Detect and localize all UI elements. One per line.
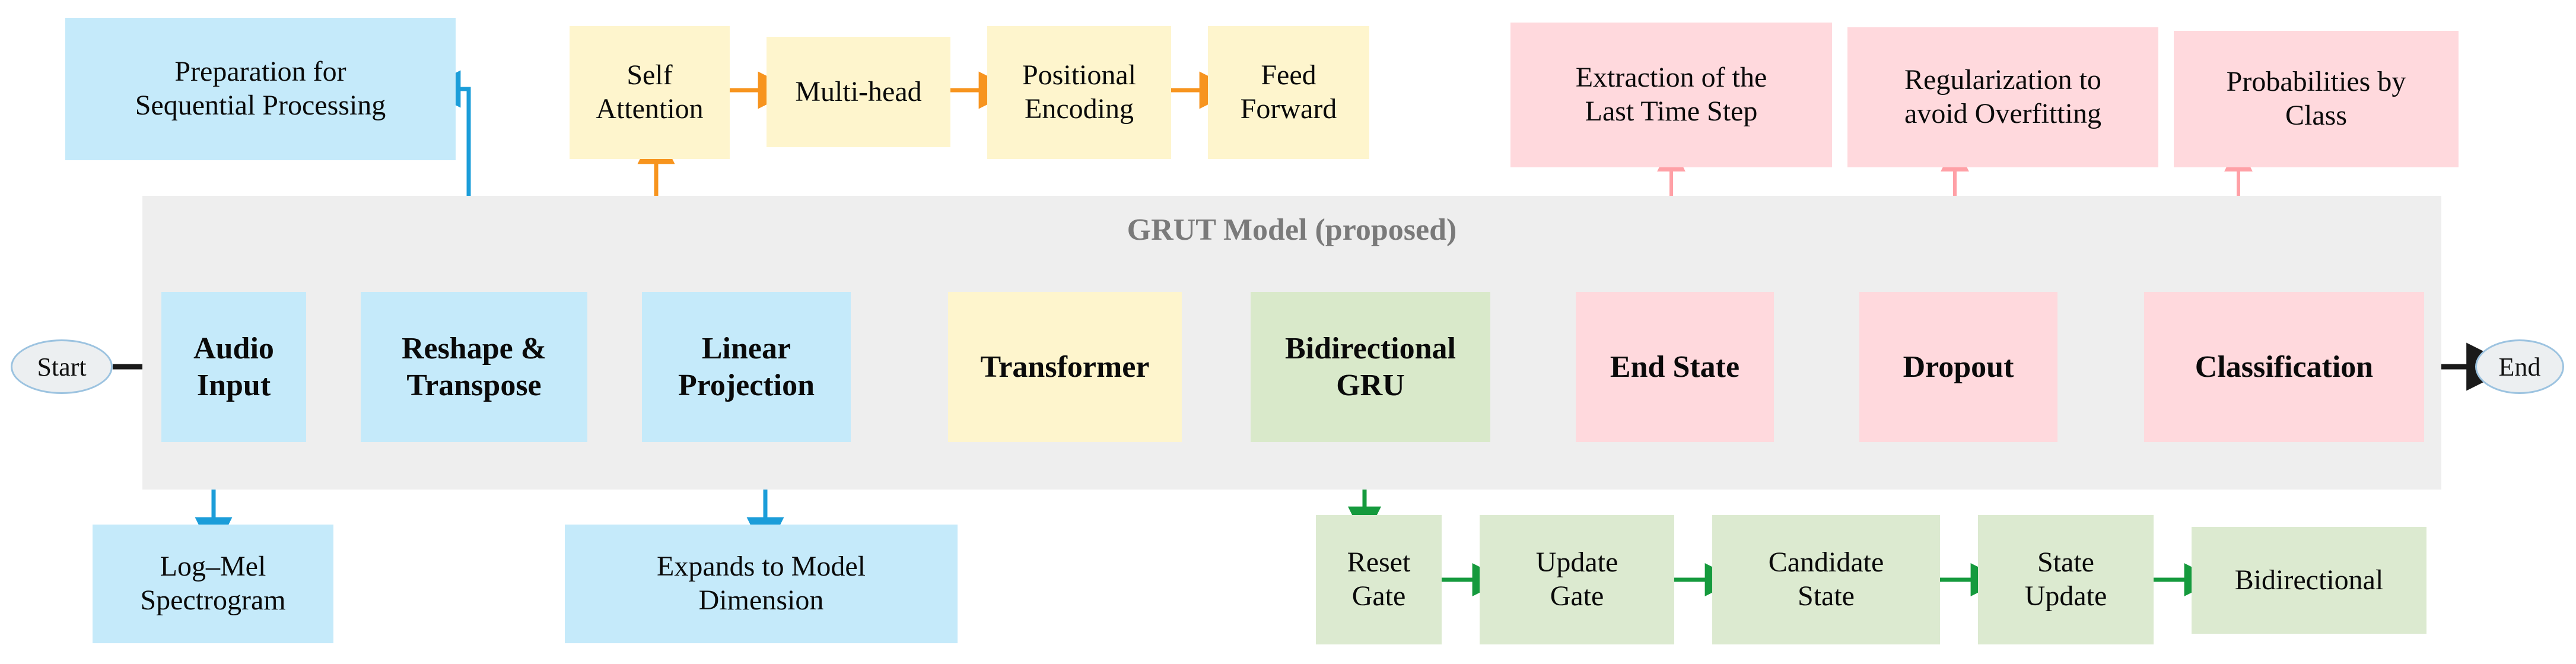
note-probabilities-by-class[interactable]: Probabilities by Class	[2174, 31, 2459, 167]
gru-stage-bidirectional[interactable]: Bidirectional	[2192, 527, 2426, 634]
gru-stage-label: Reset Gate	[1347, 547, 1411, 612]
pipeline-box-dropout[interactable]: Dropout	[1859, 292, 2057, 442]
note-label: Probabilities by Class	[2226, 66, 2406, 131]
note-label: Extraction of the Last Time Step	[1575, 62, 1767, 127]
pipeline-box-label: Dropout	[1903, 350, 2014, 384]
transformer-stage-multi-head[interactable]: Multi-head	[767, 37, 950, 147]
pipeline-box-label: Audio Input	[193, 332, 274, 402]
gru-stage-candidate-state[interactable]: Candidate State	[1712, 515, 1940, 644]
note-preparation-label: Preparation for Sequential Processing	[135, 56, 386, 121]
pipeline-box-label: Bidirectional GRU	[1285, 332, 1456, 402]
pipeline-box-label: Classification	[2195, 350, 2374, 384]
note-extraction-last-time-step[interactable]: Extraction of the Last Time Step	[1510, 23, 1832, 167]
pipeline-box-reshape-transpose[interactable]: Reshape & Transpose	[361, 292, 587, 442]
gru-stage-state-update[interactable]: State Update	[1978, 515, 2154, 644]
transformer-stage-label: Feed Forward	[1240, 59, 1337, 125]
note-regularization-overfitting[interactable]: Regularization to avoid Overfitting	[1847, 27, 2158, 167]
transformer-stage-label: Multi-head	[795, 75, 922, 107]
transformer-stage-feed-forward[interactable]: Feed Forward	[1208, 26, 1369, 159]
transformer-stage-label: Self Attention	[596, 59, 704, 125]
pipeline-box-label: Reshape & Transpose	[401, 332, 547, 402]
pipeline-box-transformer[interactable]: Transformer	[948, 292, 1182, 442]
note-label: Regularization to avoid Overfitting	[1904, 64, 2101, 129]
note-label: Log–Mel Spectrogram	[140, 551, 286, 616]
transformer-stage-label: Positional Encoding	[1022, 59, 1137, 125]
pipeline-box-label: Transformer	[980, 350, 1150, 384]
start-node-label: Start	[37, 352, 87, 382]
note-label: Expands to Model Dimension	[657, 551, 866, 616]
transformer-stage-positional-encoding[interactable]: Positional Encoding	[987, 26, 1171, 159]
gru-stage-label: State Update	[2024, 547, 2107, 612]
gru-stage-label: Candidate State	[1768, 547, 1884, 612]
pipeline-box-classification[interactable]: Classification	[2144, 292, 2424, 442]
gru-stage-label: Update Gate	[1535, 547, 1618, 612]
note-expands-to-model-dimension[interactable]: Expands to Model Dimension	[565, 525, 958, 643]
grut-model-title: GRUT Model (proposed)	[1127, 213, 1457, 247]
gru-stage-reset-gate[interactable]: Reset Gate	[1316, 515, 1442, 644]
pipeline-box-end-state[interactable]: End State	[1576, 292, 1774, 442]
gru-stage-update-gate[interactable]: Update Gate	[1480, 515, 1674, 644]
pipeline-box-bidirectional-gru[interactable]: Bidirectional GRU	[1251, 292, 1490, 442]
end-node-label: End	[2498, 352, 2541, 382]
pipeline-box-label: End State	[1610, 350, 1740, 384]
note-log-mel-spectrogram[interactable]: Log–Mel Spectrogram	[93, 525, 333, 643]
end-node[interactable]: End	[2475, 339, 2564, 394]
note-preparation[interactable]: Preparation for Sequential Processing	[65, 18, 456, 160]
pipeline-box-audio-input[interactable]: Audio Input	[161, 292, 306, 442]
pipeline-box-linear-projection[interactable]: Linear Projection	[642, 292, 851, 442]
pipeline-box-label: Linear Projection	[678, 332, 815, 402]
gru-stage-label: Bidirectional	[2234, 564, 2384, 596]
start-node[interactable]: Start	[11, 339, 113, 394]
transformer-stage-self-attention[interactable]: Self Attention	[570, 26, 730, 159]
